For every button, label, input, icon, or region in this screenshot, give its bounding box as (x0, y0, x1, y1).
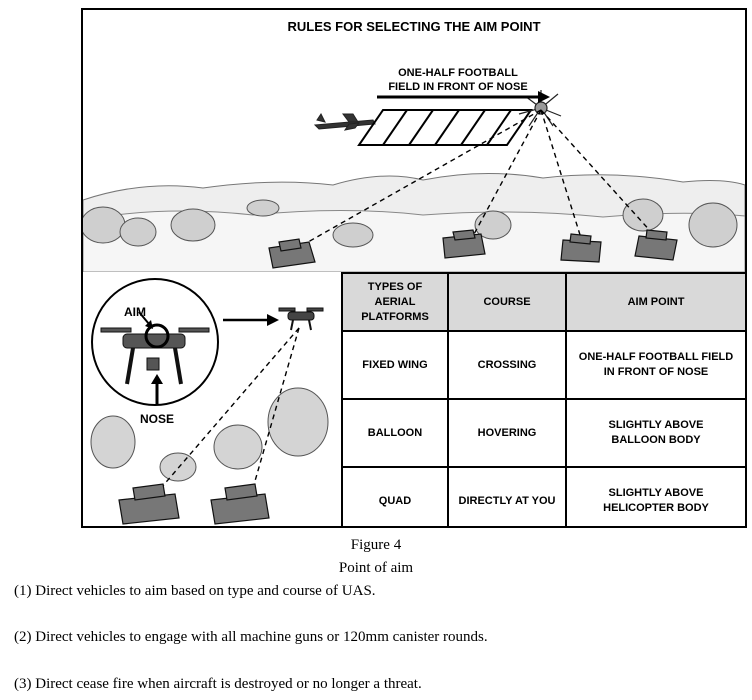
aim-point-figure: RULES FOR SELECTING THE AIM POINT ONE-HA… (81, 8, 747, 528)
nose-arrow-icon (151, 374, 163, 404)
quad-scene (90, 278, 329, 525)
tank-icon (268, 238, 316, 269)
column-header-course: COURSE (447, 272, 567, 332)
figure-heading: RULES FOR SELECTING THE AIM POINT (287, 19, 541, 34)
quadcopter-detail-icon (100, 327, 210, 385)
tank-icon (118, 483, 180, 525)
column-header-aim-point: AIM POINT (565, 272, 745, 332)
quad-scene-panel: AIM NOSE (83, 272, 341, 526)
course-cell: DIRECTLY AT YOU (447, 466, 567, 526)
tree-line (90, 387, 329, 482)
paragraph-1: (1) Direct vehicles to aim based on type… (14, 583, 376, 599)
table-row: FIXED WING CROSSING ONE-HALF FOOTBALL FI… (341, 330, 745, 400)
pointer-arrow-icon (223, 314, 279, 326)
direction-arrow-icon (377, 91, 550, 103)
lines-of-fire (300, 109, 654, 247)
aim-point-cell: SLIGHTLY ABOVE HELICOPTER BODY (565, 466, 745, 526)
tank-icon (560, 233, 602, 263)
lead-distance-label: ONE-HALF FOOTBALL FIELD IN FRONT OF NOSE (388, 67, 528, 93)
aim-point-table: TYPES OF AERIAL PLATFORMS COURSE AIM POI… (341, 272, 745, 526)
tank-icon (210, 483, 270, 525)
aim-arrow-icon (138, 311, 153, 329)
table-header-row: TYPES OF AERIAL PLATFORMS COURSE AIM POI… (341, 272, 745, 332)
aim-callout: AIM (124, 305, 146, 319)
lines-of-fire (160, 327, 300, 489)
figure-number: Figure 4 (350, 537, 402, 553)
aim-point-cell: SLIGHTLY ABOVE BALLOON BODY (565, 398, 745, 468)
fixed-wing-uas-icon (313, 113, 376, 131)
aim-point-scene-panel: RULES FOR SELECTING THE AIM POINT ONE-HA… (83, 10, 745, 272)
lead-distance-zone (357, 109, 533, 146)
tree-line (83, 198, 738, 248)
platform-cell: BALLOON (341, 398, 449, 468)
platform-cell: QUAD (341, 466, 449, 526)
paragraph-3: (3) Direct cease fire when aircraft is d… (14, 676, 422, 692)
aim-point-scene (83, 90, 745, 272)
platform-cell: FIXED WING (341, 330, 449, 400)
paragraph-2: (2) Direct vehicles to engage with all m… (14, 629, 488, 645)
course-cell: HOVERING (447, 398, 567, 468)
aim-point-cell: ONE-HALF FOOTBALL FIELD IN FRONT OF NOSE (565, 330, 745, 400)
tank-icon (634, 229, 678, 261)
course-cell: CROSSING (447, 330, 567, 400)
figure-caption: Point of aim (338, 560, 414, 576)
column-header-platform: TYPES OF AERIAL PLATFORMS (341, 272, 449, 332)
table-row: QUAD DIRECTLY AT YOU SLIGHTLY ABOVE HELI… (341, 466, 745, 526)
nose-callout: NOSE (140, 412, 175, 426)
tank-icon (442, 229, 486, 259)
aim-point-marker (144, 323, 170, 349)
table-row: BALLOON HOVERING SLIGHTLY ABOVE BALLOON … (341, 398, 745, 468)
quadcopter-icon (278, 307, 324, 331)
